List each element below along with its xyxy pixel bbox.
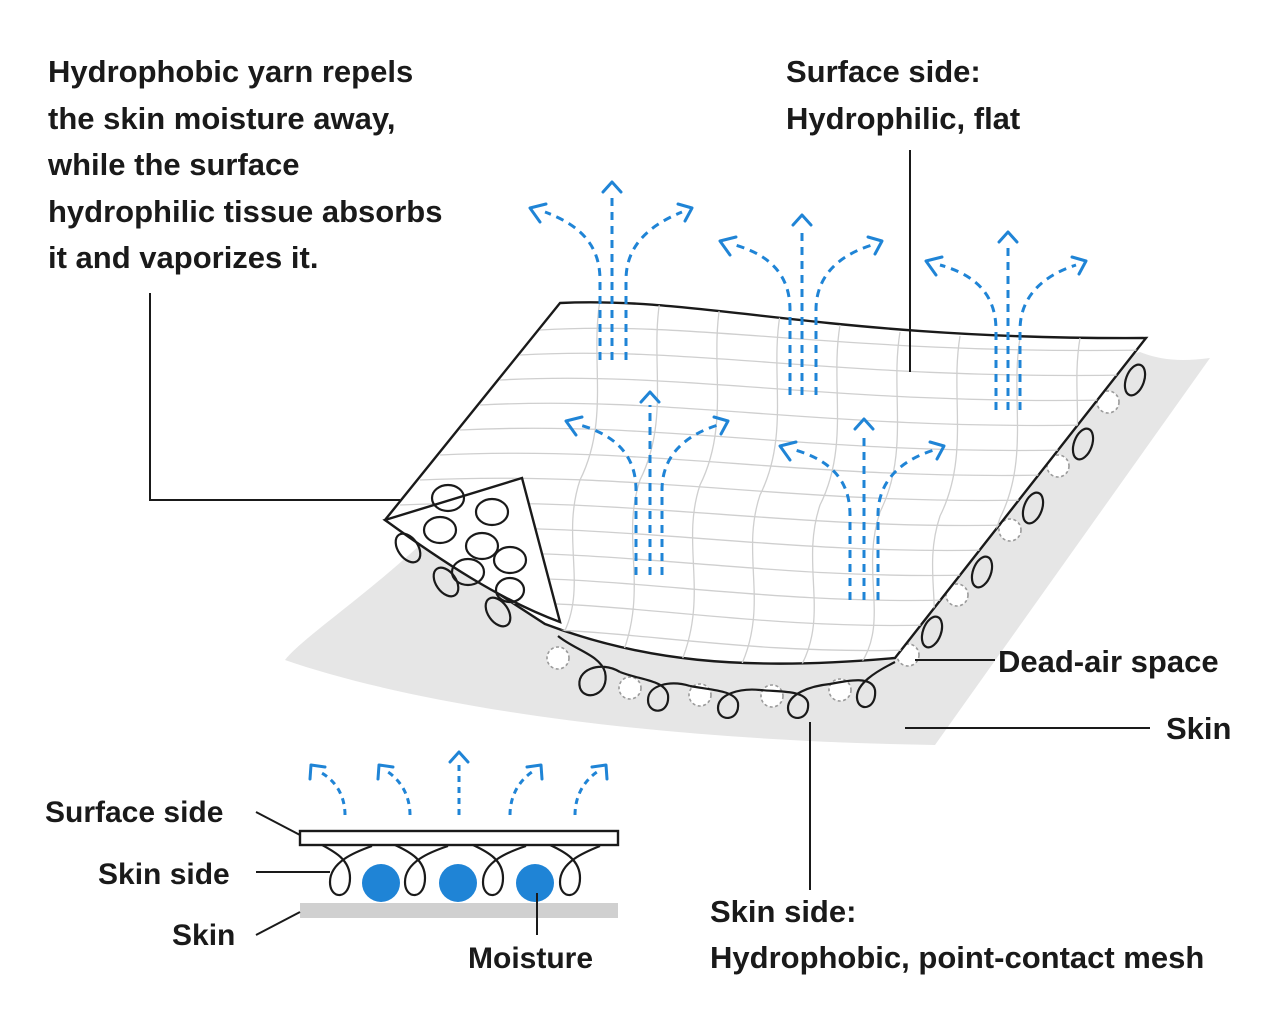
inset-vapor-arrows <box>308 750 609 816</box>
skin-side-desc: Hydrophobic, point-contact mesh <box>710 940 1204 975</box>
surface-side-desc: Hydrophilic, flat <box>786 101 1020 136</box>
vapor-arrow-group-2 <box>718 213 884 395</box>
inset-skin-side-label: Skin side <box>98 858 230 891</box>
diagram-label: the skin moisture away, <box>48 101 395 136</box>
inset-loops <box>321 844 601 897</box>
description-text: Hydrophobic yarn repels the skin moistur… <box>47 54 442 275</box>
vapor-arrow-group-3 <box>924 230 1088 410</box>
vapor-arrow-group-4 <box>564 390 730 575</box>
skin-side-title: Skin side: <box>710 894 856 929</box>
diagram-label: while the surface <box>47 147 300 182</box>
skin-side-loops-right <box>920 363 1147 649</box>
diagram-label: Hydrophobic yarn repels <box>48 54 413 89</box>
inset-skin-label: Skin <box>172 919 235 952</box>
diagram-label: it and vaporizes it. <box>48 240 318 275</box>
moisture-droplet <box>516 864 554 902</box>
surface-side-title: Surface side: <box>786 54 981 89</box>
moisture-droplet <box>439 864 477 902</box>
inset-moisture-label: Moisture <box>468 942 593 975</box>
vapor-arrow-group-5 <box>778 417 946 600</box>
inset-skin-layer <box>300 903 618 918</box>
inset-surface-side-label: Surface side <box>45 796 223 829</box>
leader-description <box>149 293 400 501</box>
diagram-label: hydrophilic tissue absorbs <box>48 194 442 229</box>
vapor-arrows <box>528 180 1088 600</box>
inset-surface-layer <box>298 829 620 847</box>
folded-corner <box>382 476 562 628</box>
vapor-arrow-group-1 <box>528 180 694 360</box>
skin-side-loops-bottom <box>557 635 896 719</box>
skin-label: Skin <box>1166 711 1231 746</box>
dead-air-space-label: Dead-air space <box>998 644 1219 679</box>
leader-lines <box>149 150 1150 890</box>
moisture-droplet <box>362 864 400 902</box>
cross-section-inset: Surface side Skin side Skin Moisture <box>45 750 620 975</box>
fabric-weave-texture <box>399 302 1146 664</box>
